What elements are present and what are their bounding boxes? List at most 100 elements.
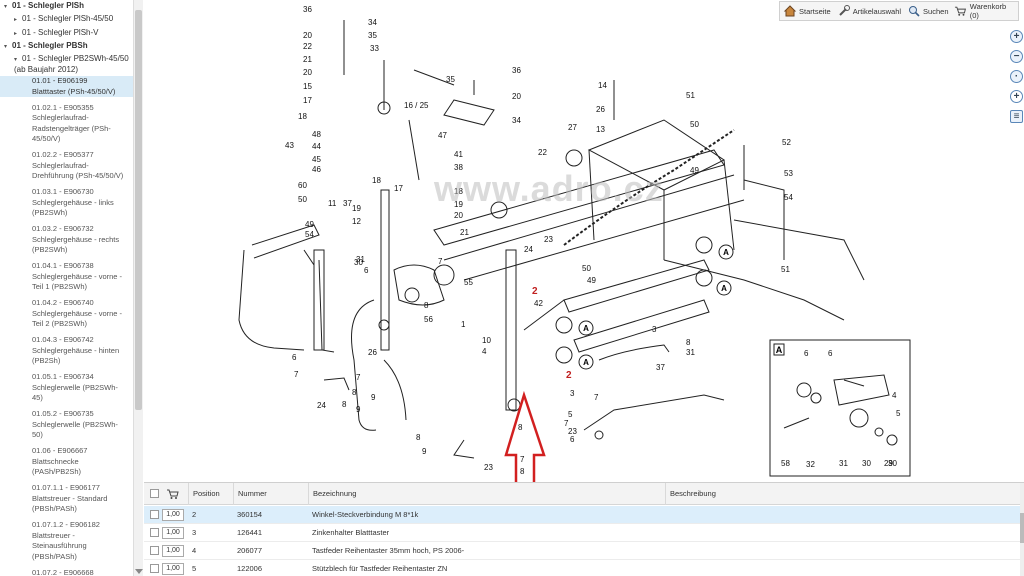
- collapsed-arrow-icon[interactable]: ▸: [14, 17, 18, 24]
- callout-number[interactable]: 57: [144, 0, 153, 2]
- callout-number[interactable]: 35: [368, 31, 377, 40]
- callout-number[interactable]: 6: [292, 353, 297, 362]
- row-checkbox[interactable]: [150, 528, 159, 537]
- callout-number[interactable]: 36: [303, 5, 312, 14]
- callout-number[interactable]: 56: [424, 315, 433, 324]
- search-button[interactable]: Suchen: [904, 2, 951, 20]
- callout-number[interactable]: 44: [312, 142, 321, 151]
- callout-number[interactable]: 8: [518, 423, 523, 432]
- print-icon[interactable]: ≡: [1010, 110, 1023, 123]
- callout-number[interactable]: 6: [570, 435, 575, 444]
- callout-number[interactable]: 29: [884, 459, 893, 468]
- callout-number[interactable]: 50: [690, 120, 699, 129]
- sidebar-scrollbar[interactable]: [133, 0, 143, 576]
- tree-node[interactable]: ▾01 - Schlegler PBSh: [4, 41, 88, 52]
- callout-number[interactable]: 30: [888, 459, 897, 468]
- callout-number[interactable]: 51: [686, 91, 695, 100]
- callout-number[interactable]: 24: [524, 245, 533, 254]
- callout-number[interactable]: 21: [303, 55, 312, 64]
- callout-number[interactable]: 6: [364, 266, 369, 275]
- callout-number[interactable]: 5: [568, 410, 573, 419]
- callout-number[interactable]: 31: [686, 348, 695, 357]
- callout-number[interactable]: 30: [862, 459, 871, 468]
- table-scrollbar[interactable]: [1020, 483, 1024, 576]
- callout-number[interactable]: 20: [303, 31, 312, 40]
- tree-node[interactable]: ▾01 - Schlegler PB2SWh-45/50: [14, 54, 129, 65]
- callout-number[interactable]: 4: [892, 391, 897, 400]
- callout-number[interactable]: 19: [454, 200, 463, 209]
- row-checkbox[interactable]: [150, 510, 159, 519]
- callout-number[interactable]: 46: [312, 165, 321, 174]
- table-scroll-thumb[interactable]: [1020, 513, 1024, 543]
- callout-number[interactable]: 37: [343, 199, 352, 208]
- callout-number[interactable]: 42: [534, 299, 543, 308]
- callout-number[interactable]: 6: [804, 349, 809, 358]
- callout-number[interactable]: 23: [568, 427, 577, 436]
- row-checkbox[interactable]: [150, 546, 159, 555]
- callout-number[interactable]: 34: [512, 116, 521, 125]
- quantity-input[interactable]: 1,00: [162, 545, 184, 557]
- callout-number[interactable]: 34: [368, 18, 377, 27]
- callout-number[interactable]: 45: [312, 155, 321, 164]
- callout-number[interactable]: 18: [298, 112, 307, 121]
- callout-number[interactable]: 1: [461, 320, 466, 329]
- callout-number[interactable]: 27: [568, 123, 577, 132]
- callout-number[interactable]: 15: [303, 82, 312, 91]
- callout-number[interactable]: 7: [564, 419, 569, 428]
- callout-number[interactable]: 58: [781, 459, 790, 468]
- scroll-down-arrow-icon[interactable]: [135, 569, 143, 574]
- callout-number[interactable]: 18: [454, 187, 463, 196]
- sidebar-scroll-thumb[interactable]: [135, 10, 142, 410]
- tree-node[interactable]: (ab Baujahr 2012): [14, 65, 78, 75]
- callout-number[interactable]: 7: [294, 370, 299, 379]
- callout-number[interactable]: 7: [356, 373, 361, 382]
- tree-leaf[interactable]: 01.07.2 - E906668Haltekonsole für Blatts…: [0, 568, 133, 576]
- callout-number[interactable]: 50: [582, 264, 591, 273]
- column-header-number[interactable]: Nummer: [233, 483, 308, 505]
- callout-number[interactable]: 48: [312, 130, 321, 139]
- articles-button[interactable]: Artikelauswahl: [834, 2, 904, 20]
- callout-number[interactable]: 12: [352, 217, 361, 226]
- callout-number[interactable]: 38: [454, 163, 463, 172]
- callout-number[interactable]: 32: [806, 460, 815, 469]
- callout-number[interactable]: 20: [512, 92, 521, 101]
- callout-number[interactable]: 53: [784, 169, 793, 178]
- callout-number[interactable]: 54: [784, 193, 793, 202]
- callout-number[interactable]: 20: [454, 211, 463, 220]
- cart-button[interactable]: Warenkorb (0): [951, 2, 1018, 20]
- callout-number[interactable]: 52: [782, 138, 791, 147]
- tree-node[interactable]: ▸01 - Schlegler PlSh-V: [14, 28, 98, 39]
- column-header-remarks[interactable]: Beschreibung: [665, 483, 1020, 505]
- callout-number[interactable]: 7: [520, 455, 525, 464]
- callout-number[interactable]: 22: [538, 148, 547, 157]
- callout-number[interactable]: 49: [305, 220, 314, 229]
- quantity-input[interactable]: 1,00: [162, 527, 184, 539]
- row-checkbox[interactable]: [150, 564, 159, 573]
- zoom-fit-icon[interactable]: ·: [1010, 70, 1023, 83]
- expanded-arrow-icon[interactable]: ▾: [4, 4, 8, 10]
- quantity-input[interactable]: 1,00: [162, 509, 184, 521]
- callout-number[interactable]: 47: [438, 131, 447, 140]
- callout-number[interactable]: 51: [781, 265, 790, 274]
- callout-number[interactable]: 2: [532, 286, 538, 297]
- callout-number[interactable]: 35: [446, 75, 455, 84]
- callout-number[interactable]: 41: [454, 150, 463, 159]
- callout-number[interactable]: 19: [352, 204, 361, 213]
- expanded-arrow-icon[interactable]: ▾: [14, 57, 18, 64]
- callout-number[interactable]: 9: [371, 393, 376, 402]
- callout-number[interactable]: 7: [594, 393, 599, 402]
- callout-number[interactable]: 32: [144, 0, 153, 2]
- callout-number[interactable]: 60: [298, 181, 307, 190]
- callout-number[interactable]: 26: [368, 348, 377, 357]
